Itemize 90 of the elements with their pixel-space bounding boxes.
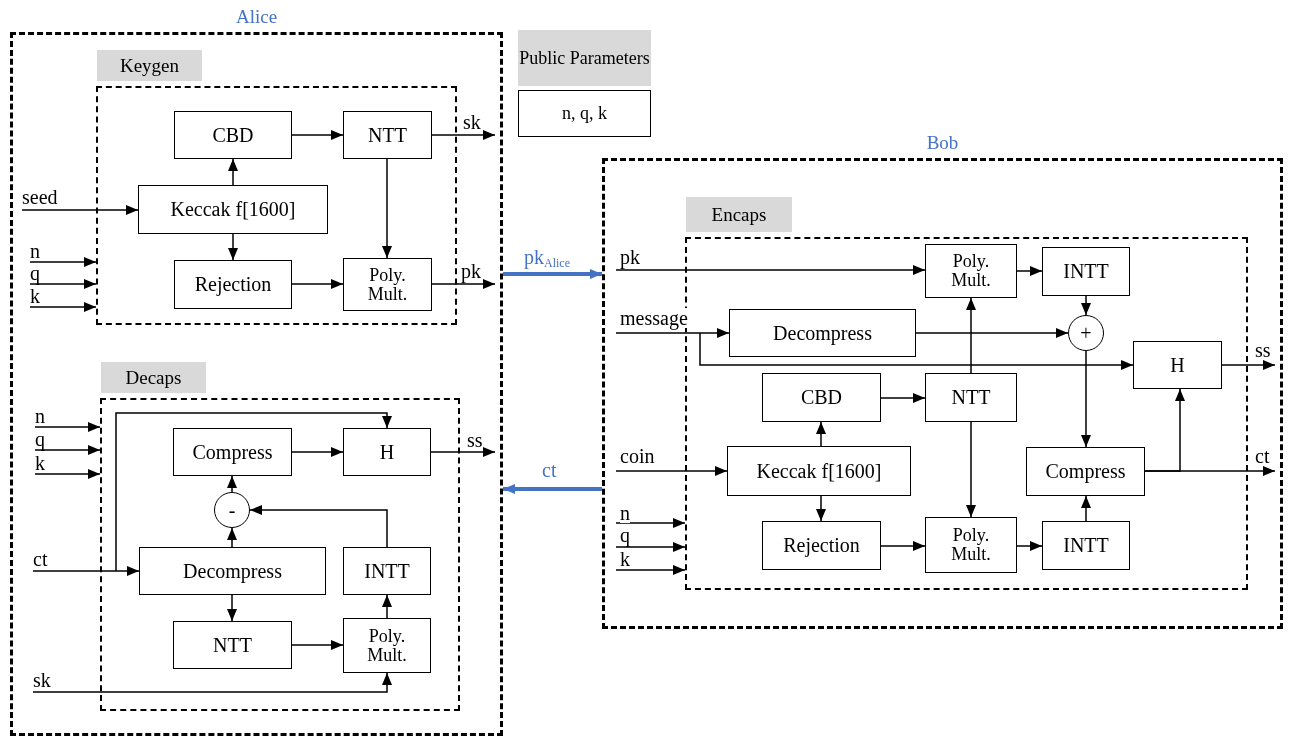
process-box: Poly. Mult.	[343, 258, 432, 311]
arrow	[1081, 350, 1091, 448]
operator-circle: -	[214, 492, 250, 528]
arrow	[291, 130, 344, 140]
arrow	[615, 542, 686, 552]
arrow	[34, 445, 101, 455]
process-box: NTT	[343, 111, 432, 159]
parameter-box: n, q, k	[518, 90, 651, 137]
process-box: INTT	[1042, 521, 1130, 570]
arrow	[227, 475, 237, 493]
arrow	[430, 447, 496, 457]
group-title: Bob	[925, 132, 960, 154]
arrow	[227, 527, 237, 548]
arrow	[615, 265, 926, 275]
process-box: INTT	[1042, 247, 1130, 296]
process-box: NTT	[925, 373, 1017, 422]
arrow	[291, 447, 344, 457]
group-tag: Encaps	[686, 197, 792, 232]
arrow	[1016, 541, 1043, 551]
thick-arrow	[503, 269, 602, 279]
parameter-header: Public Parameters	[518, 30, 651, 86]
process-box: NTT	[173, 621, 292, 669]
arrow	[291, 279, 344, 289]
arrow	[1081, 495, 1091, 522]
process-box: INTT	[343, 547, 431, 595]
edge-label: pk	[461, 261, 481, 281]
arrow	[1144, 466, 1276, 476]
edge-label: message	[620, 308, 688, 328]
arrow	[880, 393, 926, 403]
process-box: H	[1133, 341, 1222, 389]
process-box: Poly. Mult.	[343, 618, 431, 673]
edge-label: coin	[620, 446, 655, 466]
process-box: Compress	[173, 428, 292, 476]
arrow	[228, 233, 238, 261]
arrow	[1221, 360, 1276, 370]
arrow	[966, 297, 976, 374]
arrow	[32, 566, 140, 576]
arrow	[29, 257, 97, 267]
arrow	[227, 594, 237, 622]
arrow	[880, 541, 926, 551]
edge-label: pk	[620, 247, 640, 267]
arrow	[1081, 295, 1091, 316]
edge-label: seed	[22, 187, 58, 207]
edge-label: pk$_{Alice}$	[524, 247, 570, 270]
arrow	[915, 328, 1069, 338]
arrow	[615, 565, 686, 575]
arrow	[32, 672, 392, 693]
arrow	[615, 466, 728, 476]
process-box: Poly. Mult.	[925, 244, 1017, 298]
group-tag: Keygen	[97, 50, 202, 81]
arrow	[699, 332, 1134, 370]
arrow	[816, 421, 826, 447]
arrow	[431, 279, 496, 289]
process-box: Compress	[1026, 447, 1145, 496]
arrow	[431, 130, 496, 140]
process-box: H	[343, 428, 431, 476]
process-box: CBD	[762, 373, 881, 422]
arrow	[29, 279, 97, 289]
arrow	[21, 205, 139, 215]
arrow	[1016, 266, 1043, 276]
arrow	[228, 158, 238, 186]
arrow	[249, 505, 388, 548]
arrow	[382, 158, 392, 259]
arrow	[29, 302, 97, 312]
operator-circle: +	[1068, 315, 1104, 351]
arrow	[291, 640, 344, 650]
arrow	[615, 518, 686, 528]
process-box: Keccak f[1600]	[727, 446, 911, 496]
group-tag: Decaps	[101, 362, 206, 393]
edge-label: k	[35, 453, 45, 473]
edge-label: k	[620, 549, 630, 569]
edge-label: sk	[33, 670, 51, 690]
arrow	[34, 422, 101, 432]
arrow	[816, 495, 826, 522]
process-box: Decompress	[139, 547, 326, 595]
process-box: Keccak f[1600]	[138, 185, 328, 234]
process-box: CBD	[174, 111, 292, 159]
arrow	[615, 328, 730, 338]
process-box: Rejection	[174, 260, 292, 309]
thick-arrow	[503, 484, 602, 494]
arrow	[382, 594, 392, 619]
process-box: Rejection	[762, 521, 881, 570]
arrow	[115, 412, 392, 572]
edge-label: k	[30, 286, 40, 306]
process-box: Decompress	[729, 309, 916, 357]
arrow	[966, 421, 976, 518]
group-title: Alice	[234, 6, 279, 28]
arrow	[34, 469, 101, 479]
process-box: Poly. Mult.	[925, 517, 1017, 573]
edge-label: sk	[463, 112, 481, 132]
